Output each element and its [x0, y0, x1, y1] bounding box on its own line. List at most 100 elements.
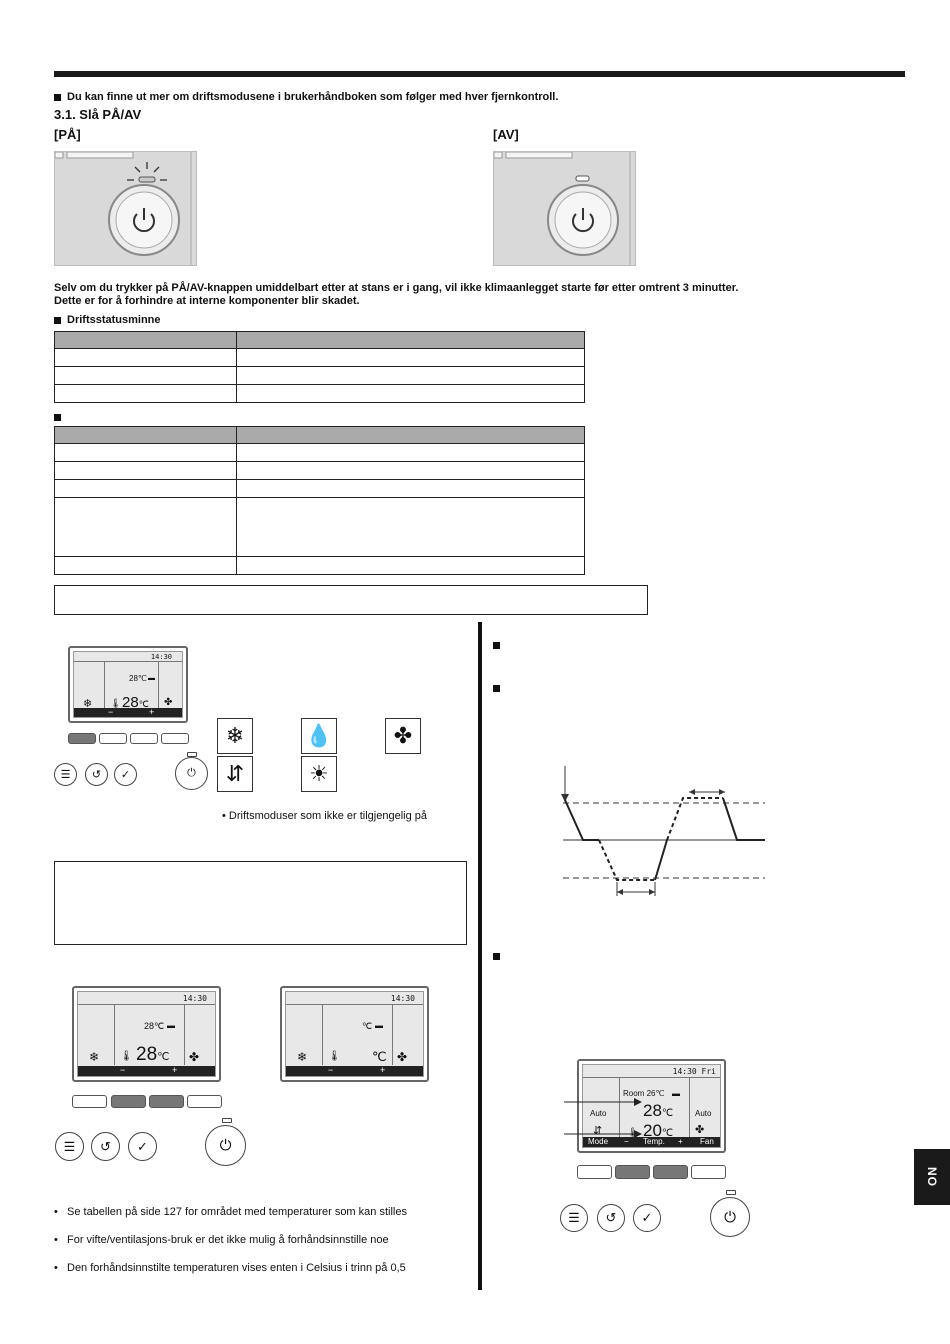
lcd-temp-high: 28℃ [643, 1101, 673, 1123]
lcd-temp-low: 20℃ [643, 1121, 673, 1143]
lcd-plus-label: + [172, 1065, 178, 1075]
lcd-divider [619, 1077, 620, 1138]
function-button-f1[interactable] [577, 1165, 612, 1179]
table-row [54, 479, 585, 498]
snowflake-icon: ❄ [83, 698, 93, 710]
language-tab: NO [914, 1149, 950, 1205]
curve-segment [654, 839, 668, 881]
lcd-big-temp-unit: ℃ [138, 699, 149, 709]
table-cell [54, 348, 237, 367]
fan-icon: ✤ [189, 1050, 200, 1064]
function-button-f1[interactable] [72, 1095, 107, 1108]
return-icon: ↺ [605, 1210, 617, 1225]
lcd-big-temp: 28℃ [136, 1044, 170, 1066]
fan-icon: ✤ [385, 718, 421, 754]
arrow-head-icon [634, 1098, 642, 1106]
function-button-f3[interactable] [149, 1095, 184, 1108]
lcd-big-temp-unit: ℃ [157, 1051, 170, 1063]
section-title: 3.1. Slå PÅ/AV [54, 107, 142, 122]
lcd-divider [74, 661, 182, 662]
return-button[interactable]: ↺ [91, 1132, 120, 1161]
function-button-f3[interactable] [130, 733, 158, 744]
lcd-function-bar: − + [78, 1066, 215, 1076]
table-cell [236, 556, 585, 575]
function-button-f2[interactable] [111, 1095, 146, 1108]
function-button-f2[interactable] [615, 1165, 650, 1179]
curve-segment-dashed [666, 797, 723, 841]
function-button-f2[interactable] [99, 733, 127, 744]
table-header-cell [54, 331, 237, 349]
return-button[interactable]: ↺ [597, 1204, 625, 1232]
table-cell [54, 479, 237, 498]
lcd-fan-label: Auto [695, 1109, 712, 1118]
power-button[interactable]: ⏻ [205, 1125, 246, 1166]
lcd-temp-unit: ℃ [661, 1128, 674, 1139]
lcd-clock: 14:30 Fri [672, 1067, 716, 1076]
lcd-plus-label: + [380, 1065, 386, 1075]
table-header-cell [236, 331, 585, 349]
arrow-head-icon [617, 889, 623, 895]
select-button[interactable]: ✓ [114, 763, 137, 786]
fan-icon: ✤ [397, 1050, 408, 1064]
filter-icon: ▬ [375, 1021, 383, 1030]
lcd-plus-label: + [149, 707, 155, 717]
thermometer-icon: 🌡 [120, 1051, 133, 1062]
function-button-f3[interactable] [653, 1165, 688, 1179]
menu-icon: ☰ [63, 1138, 76, 1154]
curve-segment [722, 797, 765, 841]
thermometer-icon: 🌡 [627, 1127, 639, 1137]
list-item: •Den forhåndsinnstilte temperaturen vise… [54, 1262, 406, 1274]
memory-heading-text: Driftsstatusminne [67, 314, 161, 326]
remote-panel-off [493, 151, 636, 266]
list-item: •For vifte/ventilasjons-bruk er det ikke… [54, 1234, 389, 1246]
lcd-divider [689, 1077, 690, 1138]
lcd-big-temp-value: 28 [136, 1044, 158, 1065]
table-header-cell [236, 426, 585, 444]
note-box [54, 585, 648, 615]
square-bullet-icon [54, 414, 61, 422]
sun-icon: ☀ [301, 756, 337, 792]
lcd-screen: 14:30 Fri Room 26℃ ▬ Auto Auto ⇵ 🌡 28℃ 2… [582, 1064, 721, 1148]
arrow-head-icon [689, 789, 695, 795]
lcd-display-temp-a: 14:30 28℃ ▬ ❄ 🌡 28℃ ✤ − + [72, 986, 221, 1082]
table-cell [54, 556, 237, 575]
return-icon: ↺ [91, 769, 102, 781]
function-button-f4[interactable] [691, 1165, 726, 1179]
curve-segment [564, 799, 599, 841]
power-button[interactable]: ⏻ [710, 1197, 750, 1237]
power-button-on-illustration [54, 151, 192, 265]
menu-button[interactable]: ☰ [55, 1132, 84, 1161]
power-button-off-illustration [493, 151, 631, 265]
function-button-f4[interactable] [187, 1095, 222, 1108]
power-icon: ⏻ [724, 1208, 736, 1226]
table-cell [236, 443, 585, 462]
right-section-marker-1 [493, 637, 506, 655]
curve-segment-dashed [598, 839, 655, 881]
check-icon: ✓ [641, 1210, 653, 1225]
lcd-set-temp: 28℃ [144, 1021, 165, 1031]
power-led [222, 1118, 232, 1123]
power-button[interactable]: ⏻ [175, 757, 208, 790]
auto-arrows-icon: ⇵ [593, 1125, 603, 1137]
table-cell [236, 348, 585, 367]
function-button-f4[interactable] [161, 733, 189, 744]
lcd-divider [322, 1004, 323, 1065]
fan-icon: ✤ [695, 1124, 705, 1136]
power-icon: ⏻ [187, 767, 196, 779]
lcd-big-temp-value: 28 [122, 694, 139, 711]
right-section-marker-2 [493, 680, 506, 698]
menu-button[interactable]: ☰ [560, 1204, 588, 1232]
callout-arrows [564, 1098, 642, 1138]
warning-line-2: Dette er for å forhindre at interne komp… [54, 295, 360, 307]
lcd-big-temp: 28℃ [122, 694, 149, 711]
lcd-divider [583, 1077, 720, 1078]
table-header-row [54, 426, 585, 444]
menu-button[interactable]: ☰ [54, 763, 77, 786]
check-icon: ✓ [137, 1138, 148, 1154]
table-cell [236, 497, 585, 557]
function-button-f1[interactable] [68, 733, 96, 744]
lcd-set-temp: ℃ [362, 1021, 373, 1031]
return-button[interactable]: ↺ [85, 763, 108, 786]
select-button[interactable]: ✓ [128, 1132, 157, 1161]
select-button[interactable]: ✓ [633, 1204, 661, 1232]
